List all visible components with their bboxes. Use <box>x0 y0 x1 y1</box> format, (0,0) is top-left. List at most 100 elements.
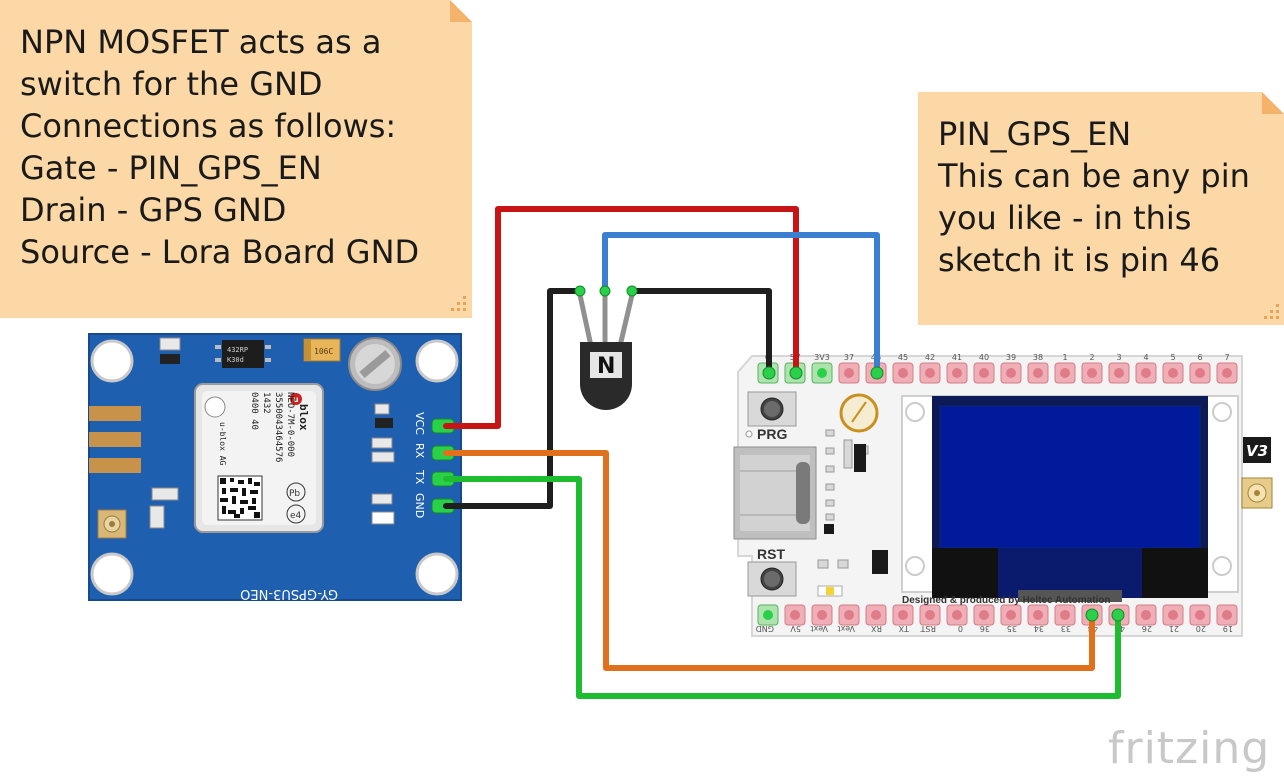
gps-pin-label-rx: RX <box>413 443 426 459</box>
pin-hole <box>898 610 908 620</box>
regulator-chip: 432RP K30d <box>215 340 271 368</box>
antenna-pad <box>89 458 141 473</box>
gps-board-label: GY-GPSU3-NEO <box>240 586 338 601</box>
pin-hole <box>1087 368 1097 378</box>
pin-hole <box>1060 368 1070 378</box>
wire-drain-gnd[interactable] <box>443 288 583 509</box>
svg-text:V3: V3 <box>1246 442 1268 460</box>
gps-pin-label-vcc: VCC <box>413 412 426 435</box>
pin-label: 20 <box>1196 624 1206 633</box>
pin-hole <box>979 610 989 620</box>
pin-label: 26 <box>1142 624 1152 633</box>
pin-label: 6 <box>1197 353 1202 362</box>
mosfet-pin-endpoint <box>626 285 638 297</box>
pin-hole <box>1195 368 1205 378</box>
left-note-line-2: switch for the GND <box>20 65 323 103</box>
pin-hole <box>898 368 908 378</box>
pin-hole <box>1006 610 1016 620</box>
svg-text:432RP: 432RP <box>227 346 248 354</box>
mounting-hole <box>415 552 459 596</box>
pin-hole <box>925 610 935 620</box>
right-note-line-3: you like - in this <box>938 199 1191 237</box>
wire-endpoint <box>789 366 803 380</box>
chip-badge: u <box>293 395 299 404</box>
pin-label: 3V3 <box>814 353 830 362</box>
pin-label: TX <box>898 624 910 633</box>
pin-hole <box>1033 610 1043 620</box>
pin-hole <box>1006 368 1016 378</box>
pin-label: GND <box>756 624 774 633</box>
pin-label: 5 <box>1170 353 1175 362</box>
pin-label: 21 <box>1169 624 1179 633</box>
svg-text:e4: e4 <box>290 511 302 521</box>
pin-label: 41 <box>952 353 962 362</box>
pin-label: 34 <box>1034 624 1044 633</box>
npn-mosfet[interactable]: N <box>577 292 635 410</box>
lora-ufl-connector <box>1241 477 1273 509</box>
right-note-line-4: sketch it is pin 46 <box>938 241 1220 279</box>
svg-text:0400 40: 0400 40 <box>249 392 259 430</box>
designed-by-text: Designed & produced by Heltec Automation <box>902 595 1111 606</box>
mosfet-symbol: N <box>597 354 615 379</box>
pin-label: 19 <box>1223 624 1233 633</box>
wire-rx[interactable] <box>443 450 1095 671</box>
qr-code <box>217 475 263 521</box>
fritzing-watermark: fritzing <box>1108 723 1270 774</box>
pin-hole <box>1222 368 1232 378</box>
svg-text:u-blox AG: u-blox AG <box>218 422 227 466</box>
wire-source-gnd[interactable] <box>629 288 772 375</box>
pin-hole <box>817 368 827 378</box>
right-note-line-1: PIN_GPS_EN <box>938 115 1131 153</box>
left-note: NPN MOSFET acts as a switch for the GND … <box>0 0 472 318</box>
wire-tx[interactable] <box>443 476 1121 699</box>
gps-mark-label-3: 6M <box>298 604 316 618</box>
gps-header[interactable] <box>428 418 456 516</box>
svg-text:NEO-7M-0-000: NEO-7M-0-000 <box>285 392 295 457</box>
oled-display <box>901 395 1239 602</box>
wire-endpoints <box>574 285 1125 622</box>
svg-text:K30d: K30d <box>227 356 244 364</box>
antenna-pad <box>89 406 141 421</box>
pin-label: 45 <box>898 353 908 362</box>
wire-endpoint <box>1085 608 1099 622</box>
wire-vcc[interactable] <box>443 206 799 429</box>
gps-pin-label-tx: TX <box>413 469 426 485</box>
prg-label: PRG <box>757 426 787 442</box>
pin-label: RST <box>920 624 936 633</box>
pin-hole <box>1195 610 1205 620</box>
mounting-hole <box>90 339 134 383</box>
rst-label: RST <box>757 546 785 562</box>
left-note-line-6: Source - Lora Board GND <box>20 233 419 271</box>
pin-label: Vext <box>810 624 828 633</box>
pin-hole <box>817 610 827 620</box>
mounting-hole <box>415 339 459 383</box>
pin-hole <box>952 610 962 620</box>
svg-text:1432: 1432 <box>261 392 271 414</box>
gps-module[interactable]: R3 432RP K30d 106C u b <box>88 333 462 618</box>
left-note-line-3: Connections as follows: <box>20 107 396 145</box>
prg-button[interactable] <box>747 391 797 427</box>
rst-button[interactable] <box>747 561 797 597</box>
backup-battery <box>348 337 402 391</box>
wire-gate[interactable] <box>602 232 880 375</box>
antenna-pad <box>89 432 141 447</box>
pin-label: 7 <box>1224 353 1229 362</box>
pin-hole <box>1033 368 1043 378</box>
pin-label: RX <box>870 624 882 633</box>
pin-hole <box>979 368 989 378</box>
mosfet-pin-endpoint <box>599 285 611 297</box>
pin-label: 3 <box>1116 353 1121 362</box>
mounting-hole <box>90 552 134 596</box>
pin-hole <box>844 610 854 620</box>
svg-text:blox: blox <box>297 404 310 431</box>
pin-label: 0 <box>958 624 963 633</box>
pin-hole <box>1141 368 1151 378</box>
pin-label: 40 <box>979 353 989 362</box>
ufl-connector <box>97 509 127 539</box>
gps-pin-label-gnd: GND <box>413 493 426 518</box>
pin-label: 36 <box>980 624 990 633</box>
wires[interactable] <box>443 206 1121 699</box>
